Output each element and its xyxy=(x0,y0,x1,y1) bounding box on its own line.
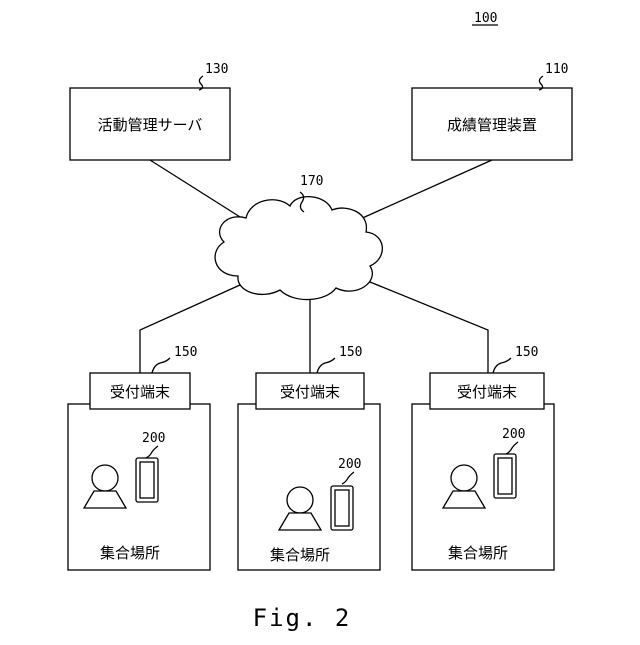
network-cloud xyxy=(215,197,382,300)
site-3-place-label: 集合場所 xyxy=(448,544,508,562)
site-1-person-head-icon xyxy=(92,465,118,491)
grade-manager-label: 成績管理装置 xyxy=(447,116,537,134)
link-server-network xyxy=(150,160,248,222)
site-3-terminal-leader xyxy=(493,358,511,373)
figure-caption: Fig. 2 xyxy=(253,604,352,632)
site-3-phone-screen xyxy=(498,458,512,494)
site-1-place-label: 集合場所 xyxy=(100,544,160,562)
site-2-place-label: 集合場所 xyxy=(270,546,330,564)
site-2-phone-screen xyxy=(335,490,349,526)
grade-manager-ref: 110 xyxy=(545,62,568,77)
link-grade-network xyxy=(358,160,492,220)
site-1-phone-screen xyxy=(140,462,154,498)
site-2: 受付端末 150 200 集合場所 xyxy=(238,345,380,570)
site-2-device-ref: 200 xyxy=(338,457,361,472)
site-1-terminal-ref: 150 xyxy=(174,345,197,360)
activity-server-ref: 130 xyxy=(205,62,228,77)
site-2-terminal-label: 受付端末 xyxy=(280,383,340,401)
site-2-person-head-icon xyxy=(287,487,313,513)
site-3-terminal-label: 受付端末 xyxy=(457,383,517,401)
system-ref: 100 xyxy=(474,11,497,26)
site-1-device-ref: 200 xyxy=(142,431,165,446)
site-1-terminal-leader xyxy=(152,358,170,373)
link-network-site-3 xyxy=(370,282,488,373)
site-1: 受付端末 150 200 集合場所 xyxy=(68,345,210,570)
site-3-person-head-icon xyxy=(451,465,477,491)
site-3-terminal-ref: 150 xyxy=(515,345,538,360)
site-3: 受付端末 150 200 集合場所 xyxy=(412,345,554,570)
site-1-terminal-label: 受付端末 xyxy=(110,383,170,401)
activity-server-label: 活動管理サーバ xyxy=(98,116,203,134)
network-ref: 170 xyxy=(300,174,323,189)
site-2-terminal-leader xyxy=(317,358,335,373)
site-2-terminal-ref: 150 xyxy=(339,345,362,360)
site-3-device-ref: 200 xyxy=(502,427,525,442)
